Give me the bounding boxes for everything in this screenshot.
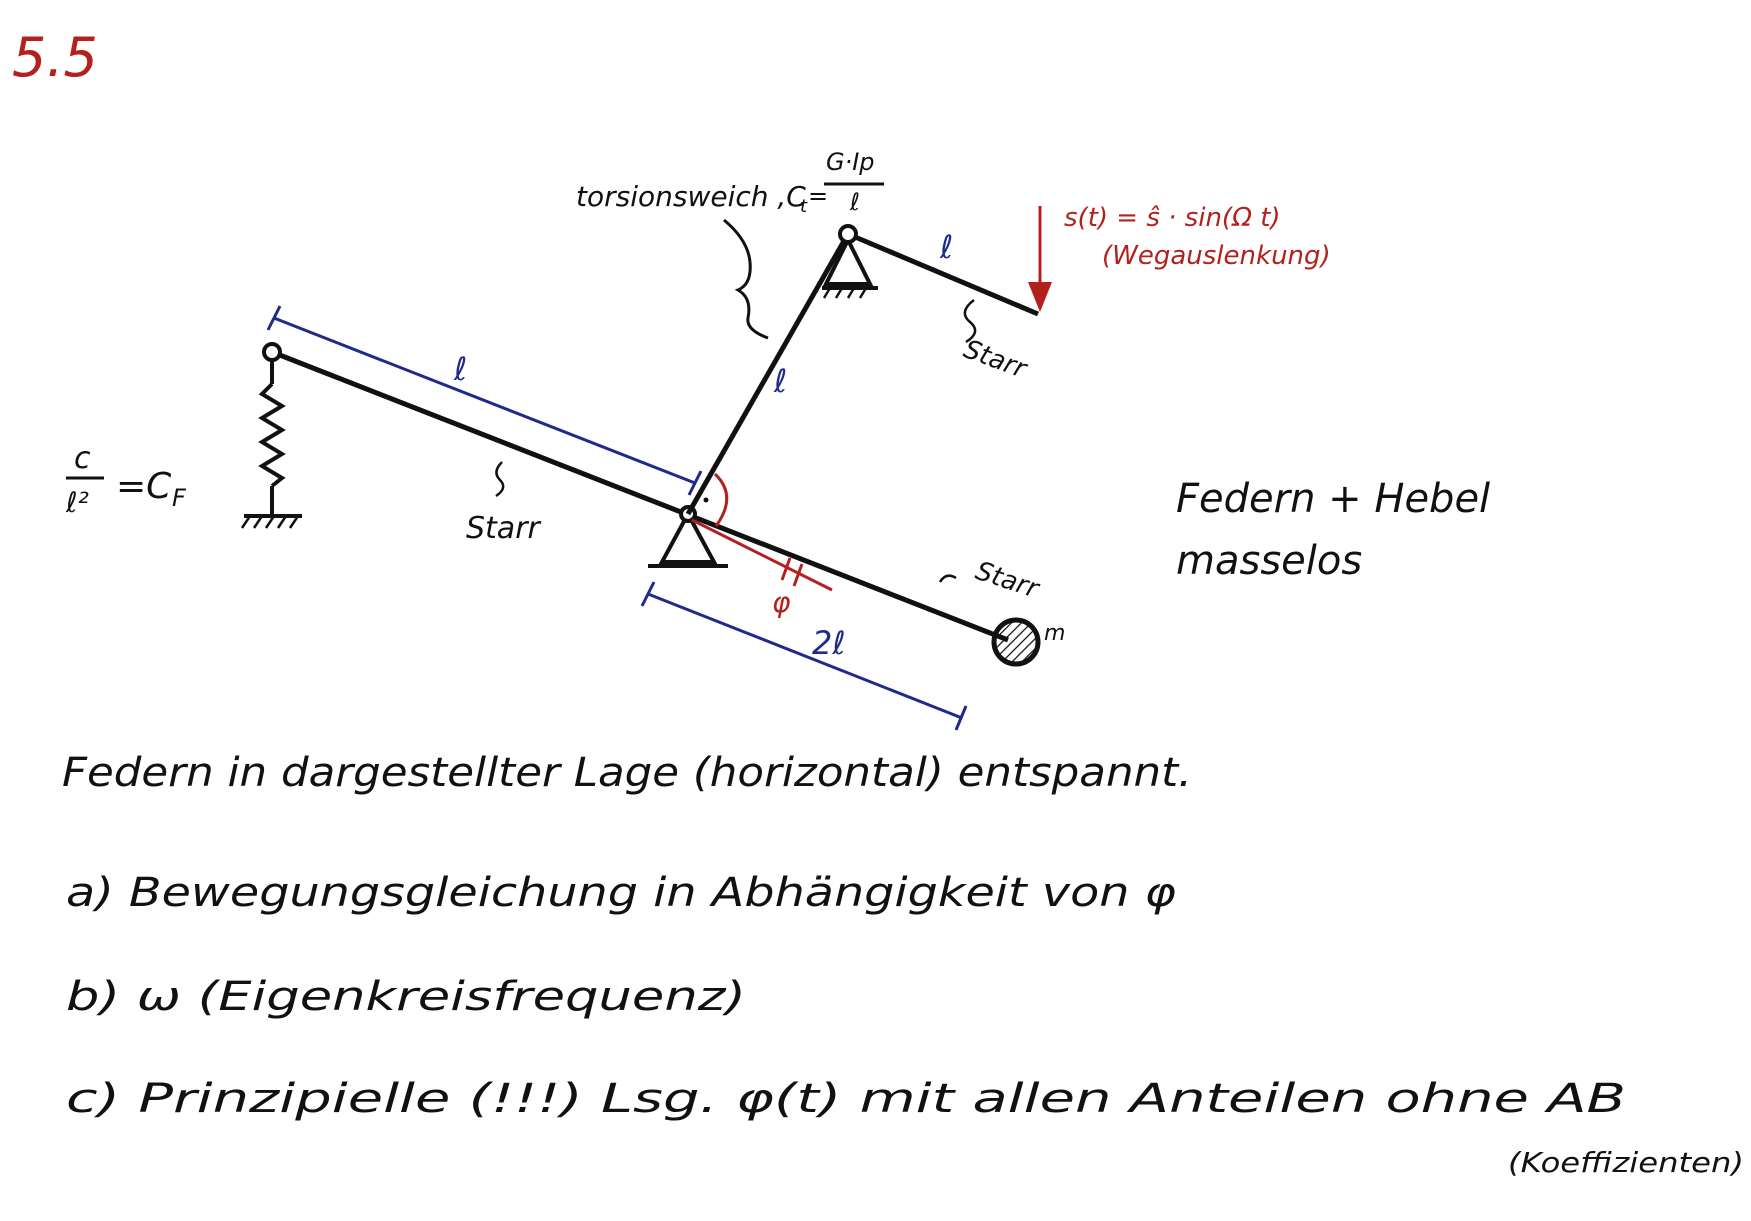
starr-top-label: Starr <box>960 334 1033 385</box>
starr-right-label: Starr <box>972 556 1044 605</box>
starr-left-pointer <box>495 461 505 498</box>
dimension-2l-label: 2ℓ <box>812 624 846 662</box>
right-angle-marker <box>713 472 729 527</box>
spring-stiffness-sub: F <box>172 484 187 512</box>
problem-statement: Federn in dargestellter Lage (horizontal… <box>62 750 1192 796</box>
excitation-note: (Wegauslenkung) <box>1102 241 1331 271</box>
right-angle-dot <box>703 497 709 503</box>
task-b: b) ω (Eigenkreisfrequenz) <box>66 974 746 1020</box>
dimension-left-arm-label: ℓ <box>453 350 467 388</box>
right-arm-length-label: ℓ <box>939 228 953 266</box>
phi-reference <box>691 518 833 592</box>
phi-label: φ <box>772 586 791 619</box>
torsion-lever <box>685 232 851 516</box>
torsion-label: torsionsweich ,C t = G·Ip ℓ <box>576 148 884 217</box>
spring-stiffness-num: c <box>74 441 91 476</box>
task-c-note: (Koeffizienten) <box>1508 1146 1744 1179</box>
diag-length-label: ℓ <box>773 362 787 400</box>
mass-label: m <box>1044 621 1065 646</box>
note-line2: masselos <box>1176 538 1362 584</box>
starr-right-pointer <box>938 574 957 583</box>
dimension-2l <box>640 581 968 731</box>
starr-left-label: Starr <box>466 511 542 546</box>
exercise-number: 5.5 <box>12 26 98 89</box>
torsion-brace <box>723 218 769 340</box>
torsion-text: torsionsweich ,C <box>576 180 806 213</box>
torsion-num: G·Ip <box>826 148 875 176</box>
torsion-sub: t <box>800 196 808 217</box>
note-line1: Federn + Hebel <box>1176 476 1490 522</box>
main-lever <box>271 349 1009 643</box>
spring-stiffness-den: ℓ² <box>65 486 89 519</box>
excitation-arrow <box>1028 206 1052 312</box>
excitation-formula: s(t) = ŝ · sin(Ω t) <box>1064 203 1281 233</box>
mass-m <box>991 617 1041 667</box>
starr-top-pointer <box>963 299 977 344</box>
spring-stiffness-eq: =C <box>116 466 172 507</box>
spring-cf <box>240 342 302 529</box>
task-c: c) Prinzipielle (!!!) Lsg. φ(t) mit alle… <box>66 1076 1626 1122</box>
torsion-eq: = <box>808 182 828 210</box>
spring-stiffness-label: c ℓ² =C F <box>65 441 187 519</box>
upper-pivot <box>822 224 1039 317</box>
dimension-left-arm <box>266 305 703 496</box>
main-pivot-support <box>648 505 728 568</box>
spring-top-hinge <box>262 342 282 362</box>
task-a: a) Bewegungsgleichung in Abhängigkeit vo… <box>66 870 1176 916</box>
torsion-den: ℓ <box>849 188 860 216</box>
